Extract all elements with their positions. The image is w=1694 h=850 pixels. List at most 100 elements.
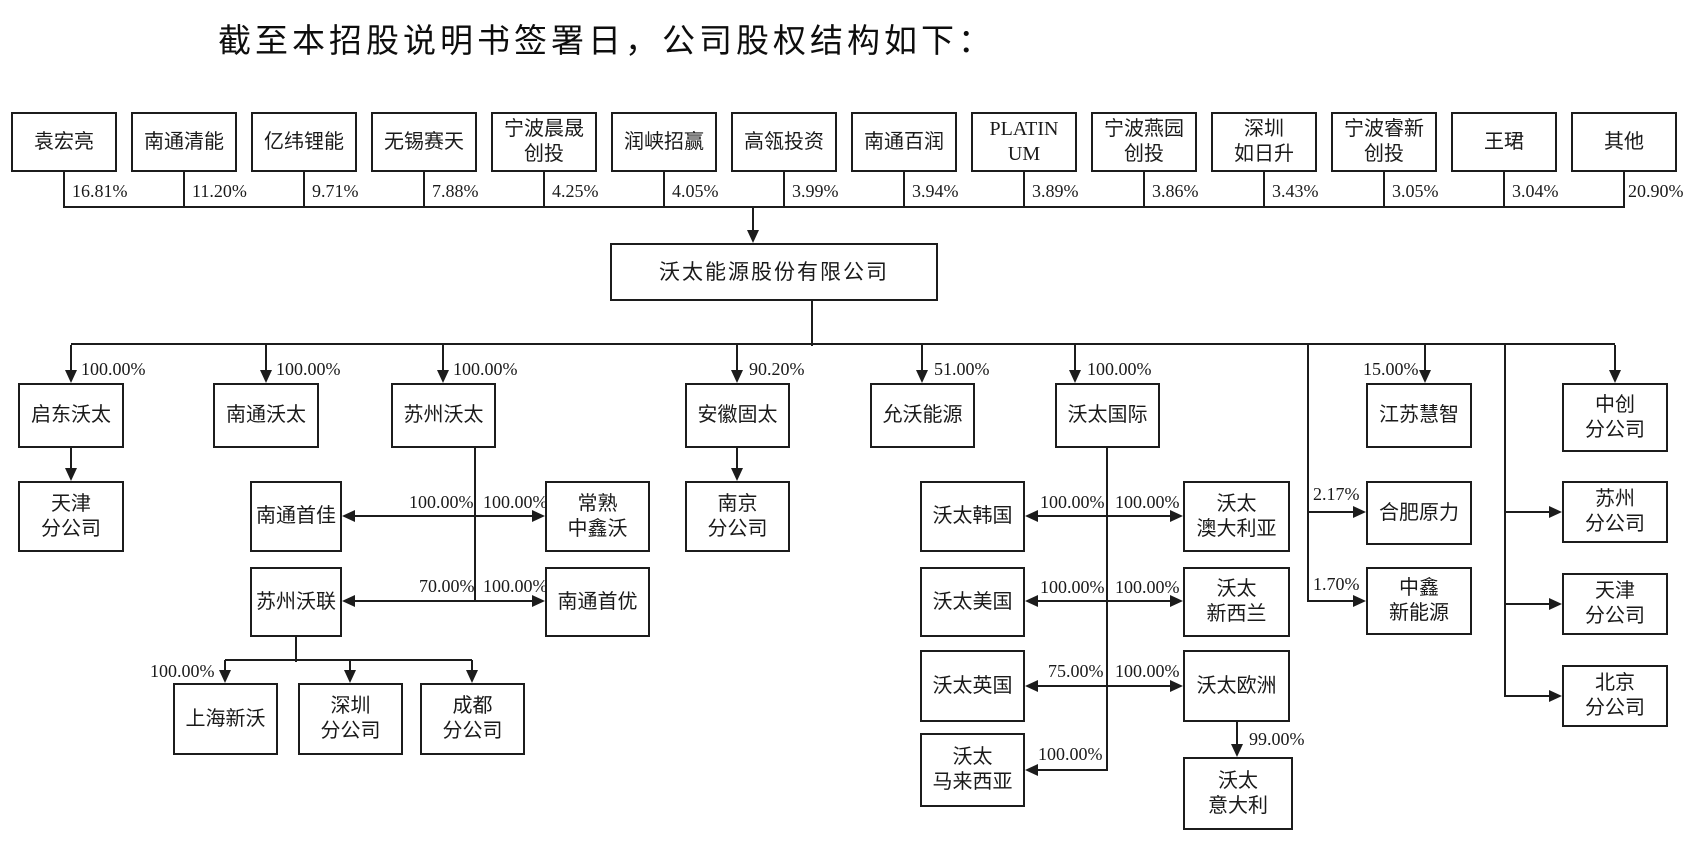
connector-line [1383,172,1385,208]
ownership-label: 3.05% [1392,181,1439,201]
node-shareholder-ningbo-ruixin: 宁波睿新 创投 [1331,112,1437,172]
connector-line [1107,515,1170,517]
ownership-label: 100.00% [1087,359,1152,379]
ownership-label: 15.00% [1363,359,1419,379]
ownership-label: 11.20% [192,181,247,201]
arrowhead [260,370,272,383]
connector-line [921,345,923,372]
arrowhead [1025,680,1038,692]
node-wotai-new-zealand: 沃太 新西兰 [1183,567,1290,637]
connector-line [349,660,351,672]
node-tianjin-branch-right: 天津 分公司 [1562,573,1668,635]
arrowhead [1069,370,1081,383]
node-suzhou-wolian: 苏州沃联 [250,567,342,637]
arrowhead [437,370,449,383]
connector-line [811,301,813,346]
ownership-label: 3.43% [1272,181,1319,201]
connector-line [1504,344,1506,697]
node-shareholder-others: 其他 [1571,112,1677,172]
connector-line [1424,345,1426,372]
ownership-label: 100.00% [1040,577,1105,597]
node-qidong-wotai: 启东沃太 [18,383,124,448]
connector-line [1308,511,1353,513]
arrowhead [342,595,355,607]
connector-line [903,172,905,208]
ownership-label: 100.00% [1038,744,1103,764]
connector-line [1106,448,1108,771]
connector-line [543,172,545,208]
connector-line [70,448,72,470]
arrowhead [1231,744,1243,757]
diagram-title: 截至本招股说明书签署日，公司股权结构如下： [218,24,995,60]
ownership-label: 99.00% [1249,729,1305,749]
node-nantong-wotai: 南通沃太 [213,383,319,448]
arrowhead [344,670,356,683]
node-nantong-shouyou: 南通首优 [545,567,650,637]
ownership-label: 100.00% [1115,492,1180,512]
node-wotai-uk: 沃太英国 [920,650,1025,722]
ownership-label: 100.00% [483,492,548,512]
connector-line [736,345,738,372]
arrowhead [65,468,77,481]
connector-line [225,659,472,661]
ownership-label: 75.00% [1048,661,1104,681]
ownership-label: 51.00% [934,359,990,379]
connector-line [355,600,475,602]
node-wotai-korea: 沃太韩国 [920,481,1025,552]
node-zhongxin-new-energy: 中鑫 新能源 [1366,567,1472,635]
ownership-label: 3.86% [1152,181,1199,201]
ownership-label: 9.71% [312,181,359,201]
connector-line [471,660,473,672]
connector-line [1503,172,1505,208]
ownership-label: 100.00% [1115,661,1180,681]
connector-line [423,172,425,208]
connector-line [1505,695,1549,697]
node-anhui-gutai: 安徽固太 [685,383,790,448]
connector-line [1107,600,1170,602]
connector-line [1023,172,1025,208]
node-shareholder-gaoling-touzi: 高瓴投资 [731,112,837,172]
node-suzhou-wotai: 苏州沃太 [391,383,496,448]
node-wotai-malaysia: 沃太 马来西亚 [920,733,1025,807]
node-shareholder-runxia-zhaoying: 润峡招赢 [611,112,717,172]
ownership-label: 2.17% [1313,484,1360,504]
node-wotai-europe: 沃太欧洲 [1183,650,1290,722]
arrowhead [466,670,478,683]
connector-line [70,345,72,372]
arrowhead [916,370,928,383]
ownership-label: 100.00% [150,661,215,681]
node-wotai-australia: 沃太 澳大利亚 [1183,481,1290,552]
connector-line [1614,345,1616,372]
node-suzhou-branch: 苏州 分公司 [1562,481,1668,543]
connector-line [265,345,267,372]
ownership-label: 3.99% [792,181,839,201]
arrowhead [747,230,759,243]
ownership-label: 100.00% [81,359,146,379]
connector-line [752,207,754,232]
connector-line [663,172,665,208]
node-shareholder-platinum: PLATIN UM [971,112,1077,172]
ownership-label: 90.20% [749,359,805,379]
node-nanjing-branch: 南京 分公司 [685,481,790,552]
ownership-label: 3.94% [912,181,959,201]
node-nantong-shoujia: 南通首佳 [250,481,342,552]
ownership-label: 7.88% [432,181,479,201]
arrowhead [1353,595,1366,607]
connector-line [1038,600,1107,602]
arrowhead [1549,506,1562,518]
connector-line [1038,685,1107,687]
node-shareholder-yuan-hongliang: 袁宏亮 [11,112,117,172]
node-jiangsu-huizhi: 江苏慧智 [1366,383,1472,448]
node-beijing-branch: 北京 分公司 [1562,665,1668,727]
connector-line [475,600,532,602]
arrowhead [219,670,231,683]
connector-line [1307,344,1309,602]
ownership-label: 20.90% [1628,181,1684,201]
node-company-wotai-energy: 沃太能源股份有限公司 [610,243,938,301]
connector-line [1623,172,1625,208]
arrowhead [731,370,743,383]
ownership-label: 4.25% [552,181,599,201]
node-wotai-international: 沃太国际 [1055,383,1160,448]
ownership-label: 4.05% [672,181,719,201]
